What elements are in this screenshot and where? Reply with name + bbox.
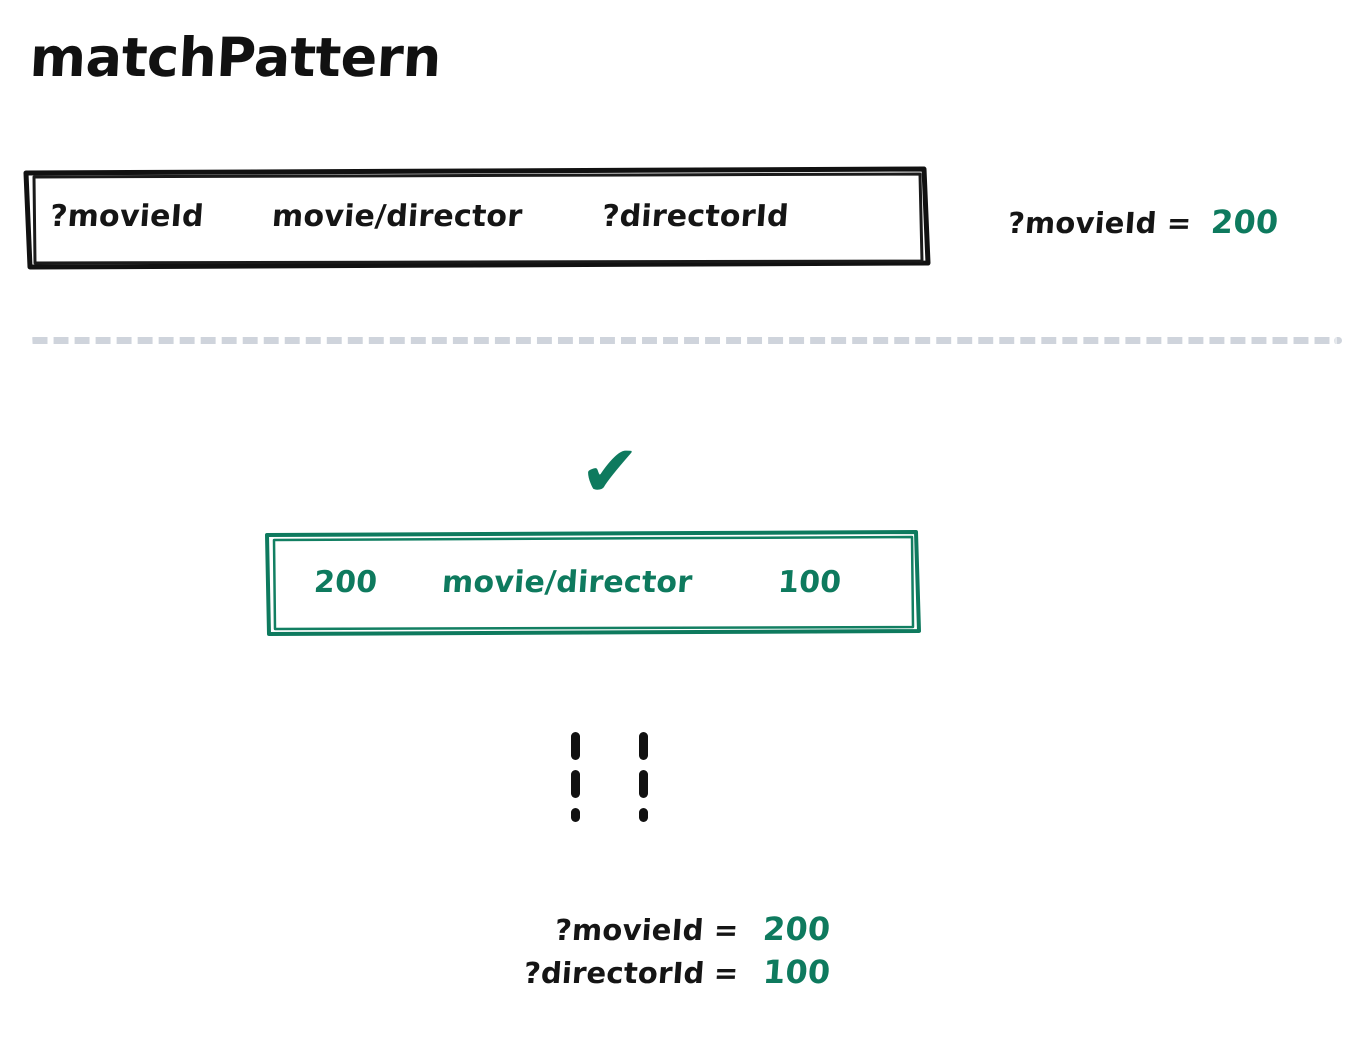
result-object: 100 (776, 565, 843, 600)
input-binding-value: 200 (1209, 203, 1280, 241)
triple-pattern-row: ?movieId movie/director ?directorId (22, 163, 932, 271)
dash-segment (639, 732, 648, 760)
input-binding: ?movieId = 200 (1006, 203, 1280, 241)
dash-segment (571, 770, 580, 798)
check-icon: ✔ (579, 429, 641, 513)
output-binding-row: ?movieId = 200 (554, 910, 832, 948)
sketch-rectangle-green (265, 530, 921, 636)
output-binding-equals: = (712, 956, 740, 990)
page-title: matchPattern (28, 26, 443, 89)
output-binding-row: ?directorId = 100 (522, 953, 832, 991)
dash-segment (639, 770, 648, 798)
input-binding-equals: = (1165, 206, 1193, 240)
pattern-predicate: movie/director (270, 199, 524, 234)
dash-segment (571, 732, 580, 760)
matched-triple-box: 200 movie/director 100 (262, 527, 922, 639)
flow-connector (566, 730, 650, 822)
output-binding-equals: = (712, 913, 740, 947)
dotted-line-right (639, 730, 648, 822)
output-binding-variable: ?directorId (522, 956, 706, 990)
result-subject: 200 (312, 565, 379, 600)
output-binding-variable: ?movieId (554, 913, 706, 947)
pattern-object: ?directorId (600, 199, 790, 234)
output-binding-value: 200 (761, 910, 832, 948)
result-predicate: movie/director (440, 565, 694, 600)
section-divider (30, 337, 1342, 344)
output-bindings: ?movieId = 200 ?directorId = 100 (0, 910, 832, 998)
pattern-subject: ?movieId (48, 199, 205, 234)
dash-segment (639, 808, 648, 822)
output-binding-value: 100 (761, 953, 832, 991)
input-binding-variable: ?movieId (1006, 206, 1158, 240)
dash-segment (571, 808, 580, 822)
matched-triple-row: 200 movie/director 100 (262, 527, 922, 639)
dotted-line-left (571, 730, 580, 822)
triple-pattern-box: ?movieId movie/director ?directorId (22, 163, 932, 271)
